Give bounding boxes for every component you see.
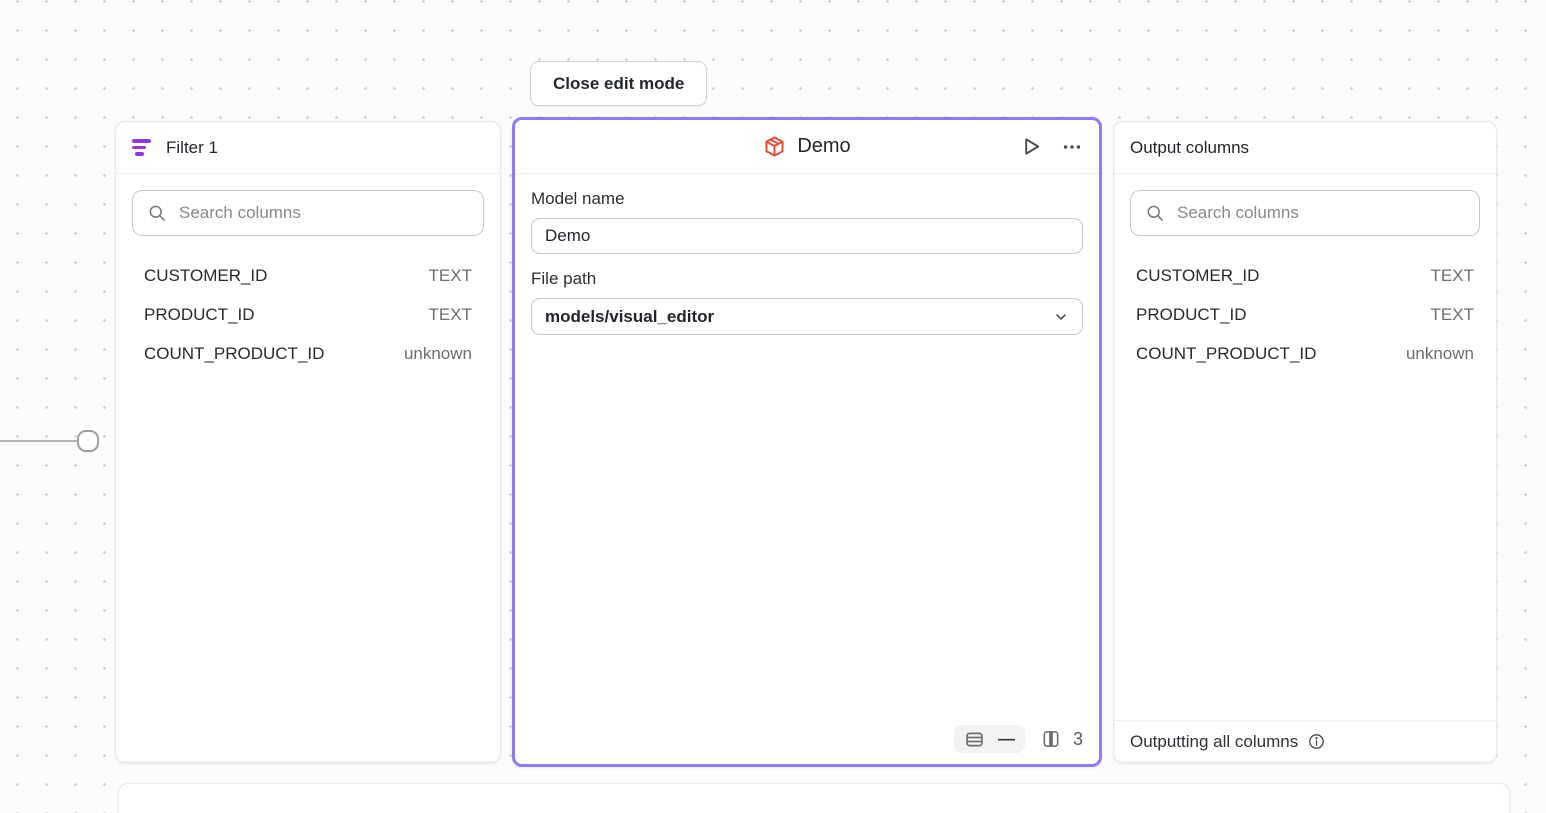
results-panel-edge[interactable] <box>118 783 1510 813</box>
model-panel-title: Demo <box>797 135 851 157</box>
column-name: CUSTOMER_ID <box>1136 265 1260 285</box>
ellipsis-icon <box>1061 136 1083 158</box>
column-type: TEXT <box>1430 304 1474 324</box>
model-panel-header: Demo <box>515 120 1099 174</box>
output-search-input[interactable] <box>1177 203 1465 223</box>
column-count-value: 3 <box>1072 728 1083 749</box>
column-type: unknown <box>403 343 472 363</box>
column-count-group: 3 <box>1041 729 1083 750</box>
column-row: PRODUCT_ID TEXT <box>1114 295 1496 334</box>
column-row: COUNT_PRODUCT_ID unknown <box>116 334 500 373</box>
column-name: PRODUCT_ID <box>144 304 255 324</box>
file-path-select[interactable]: models/visual_editor <box>531 298 1083 335</box>
row-count-toggle[interactable]: — <box>953 725 1025 753</box>
model-name-input[interactable] <box>531 218 1083 254</box>
column-row: PRODUCT_ID TEXT <box>116 295 500 334</box>
column-name: COUNT_PRODUCT_ID <box>1136 343 1317 363</box>
model-package-icon <box>763 135 786 158</box>
run-model-button[interactable] <box>1018 133 1045 160</box>
column-name: CUSTOMER_ID <box>144 265 268 285</box>
column-type: TEXT <box>428 304 472 324</box>
model-node-panel[interactable]: Demo Model name File path <box>512 117 1102 767</box>
filter-search-input[interactable] <box>179 203 469 223</box>
column-name: PRODUCT_ID <box>1136 304 1247 324</box>
search-icon <box>1145 203 1165 223</box>
chevron-down-icon <box>1053 309 1069 325</box>
edge-connector-line <box>0 440 78 442</box>
connector-handle[interactable] <box>77 430 99 452</box>
filter-node-panel[interactable]: Filter 1 CUSTOMER_ID TEXT PRODUCT_ID TEX… <box>115 121 501 763</box>
column-row: CUSTOMER_ID TEXT <box>1114 256 1496 295</box>
column-name: COUNT_PRODUCT_ID <box>144 343 325 363</box>
output-panel-title: Output columns <box>1130 137 1250 157</box>
output-footer-text: Outputting all columns <box>1130 731 1299 751</box>
model-name-label: Model name <box>531 189 625 208</box>
column-type: unknown <box>1405 343 1474 363</box>
more-options-button[interactable] <box>1059 134 1085 160</box>
play-icon <box>1020 135 1043 158</box>
rows-preview-icon <box>964 729 985 750</box>
column-type: TEXT <box>1430 265 1474 285</box>
info-icon[interactable] <box>1307 732 1326 751</box>
output-panel-header: Output columns <box>1114 122 1496 174</box>
output-search-box[interactable] <box>1130 190 1480 236</box>
search-icon <box>147 203 167 223</box>
file-path-label: File path <box>531 269 597 288</box>
filter-search-box[interactable] <box>132 190 484 236</box>
column-row: CUSTOMER_ID TEXT <box>116 256 500 295</box>
close-edit-mode-button[interactable]: Close edit mode <box>530 61 708 106</box>
column-type: TEXT <box>428 265 472 285</box>
filter-panel-header: Filter 1 <box>116 122 500 174</box>
filter-icon <box>132 139 152 156</box>
column-row: COUNT_PRODUCT_ID unknown <box>1114 334 1496 373</box>
row-count-value: — <box>997 729 1015 748</box>
file-path-value: models/visual_editor <box>545 306 715 326</box>
output-columns-panel: Output columns CUSTOMER_ID TEXT PRODUCT_… <box>1113 121 1497 763</box>
columns-icon <box>1041 729 1061 749</box>
output-column-list: CUSTOMER_ID TEXT PRODUCT_ID TEXT COUNT_P… <box>1114 256 1496 373</box>
filter-column-list: CUSTOMER_ID TEXT PRODUCT_ID TEXT COUNT_P… <box>116 256 500 373</box>
filter-panel-title: Filter 1 <box>166 137 218 157</box>
output-panel-footer: Outputting all columns <box>1114 720 1496 762</box>
